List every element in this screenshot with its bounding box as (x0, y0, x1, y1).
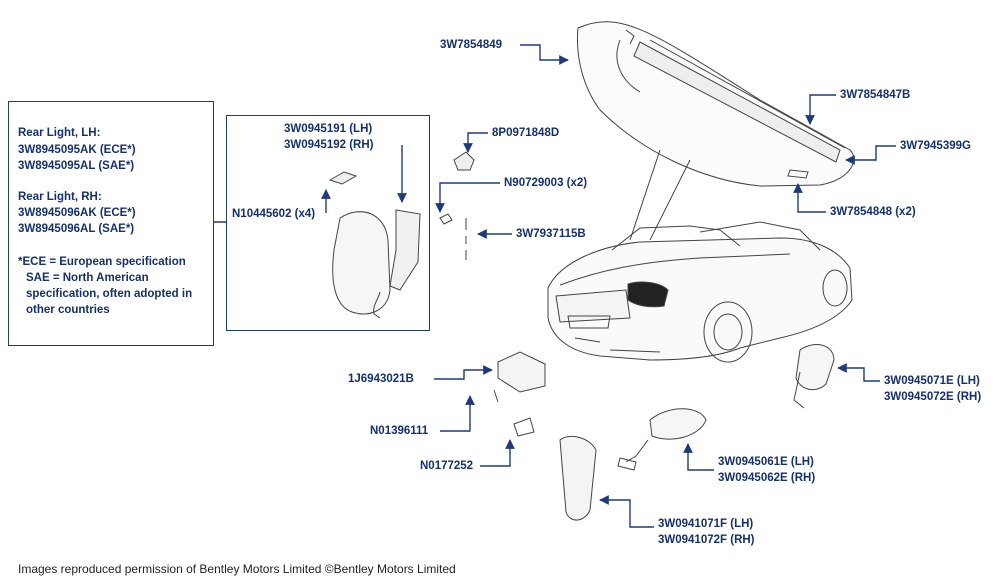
rear-light-notes-box (8, 101, 214, 346)
arrow-l14 (837, 363, 880, 382)
part-label-l7: 3W7854849 (440, 39, 503, 51)
rear-rh-sae: 3W8945096AL (SAE*) (18, 223, 135, 235)
part-label-l4: 8P0971848D (492, 127, 560, 139)
arrow-l10 (793, 183, 826, 213)
part-label-l15: 3W0945072E (RH) (884, 391, 982, 403)
part-label-l10: 3W7854848 (x2) (830, 206, 916, 218)
arrow-l5 (435, 182, 500, 213)
part-label-l8: 3W7854847B (840, 89, 911, 101)
arrow-l11 (434, 365, 493, 380)
rear-lh-ece: 3W8945095AK (ECE*) (18, 144, 136, 156)
part-label-l1: 3W0945191 (LH) (284, 123, 373, 135)
part-label-l19: 3W0941072F (RH) (658, 534, 755, 546)
arrow-l13 (480, 439, 515, 467)
sae-note-3: other countries (26, 304, 110, 316)
part-label-l18: 3W0941071F (LH) (658, 518, 754, 530)
small-parts-illustration (439, 151, 835, 521)
part-label-l14: 3W0945071E (LH) (884, 375, 980, 387)
rear-rh-ece: 3W8945096AK (ECE*) (18, 207, 136, 219)
arrow-l18 (599, 495, 654, 528)
part-label-l3: N10445602 (x4) (232, 208, 316, 220)
part-label-l9: 3W7945399G (900, 140, 971, 152)
ece-note: *ECE = European specification (18, 256, 186, 268)
windscreen-header-panel (576, 21, 855, 241)
arrow-l9 (845, 145, 896, 165)
part-label-l13: N0177252 (420, 460, 474, 472)
arrow-l7 (520, 44, 569, 65)
rear-light-parts-box (226, 115, 430, 331)
rear-light-illustration (328, 171, 421, 319)
rear-lh-sae: 3W8945095AL (SAE*) (18, 160, 135, 172)
part-label-l5: N90729003 (x2) (504, 177, 588, 189)
arrow-l12 (440, 395, 475, 432)
part-label-l16: 3W0945061E (LH) (718, 456, 814, 468)
rear-lh-title: Rear Light, LH: (18, 127, 101, 139)
part-label-l11: 1J6943021B (348, 373, 414, 385)
part-label-l12: N01396111 (370, 425, 429, 437)
callout-arrows (321, 44, 896, 528)
sae-note-1: SAE = North American (26, 272, 149, 284)
part-label-l17: 3W0945062E (RH) (718, 472, 816, 484)
part-label-l6: 3W7937115B (516, 228, 586, 240)
rear-rh-title: Rear Light, RH: (18, 191, 102, 203)
arrow-l8 (805, 94, 836, 125)
copyright-footer: Images reproduced permission of Bentley … (18, 562, 456, 576)
arrow-l4 (463, 132, 488, 153)
convertible-car-illustration (547, 221, 853, 363)
sae-note-2: specification, often adopted in (26, 288, 193, 300)
part-label-l2: 3W0945192 (RH) (284, 139, 374, 151)
arrow-l16 (683, 443, 714, 471)
